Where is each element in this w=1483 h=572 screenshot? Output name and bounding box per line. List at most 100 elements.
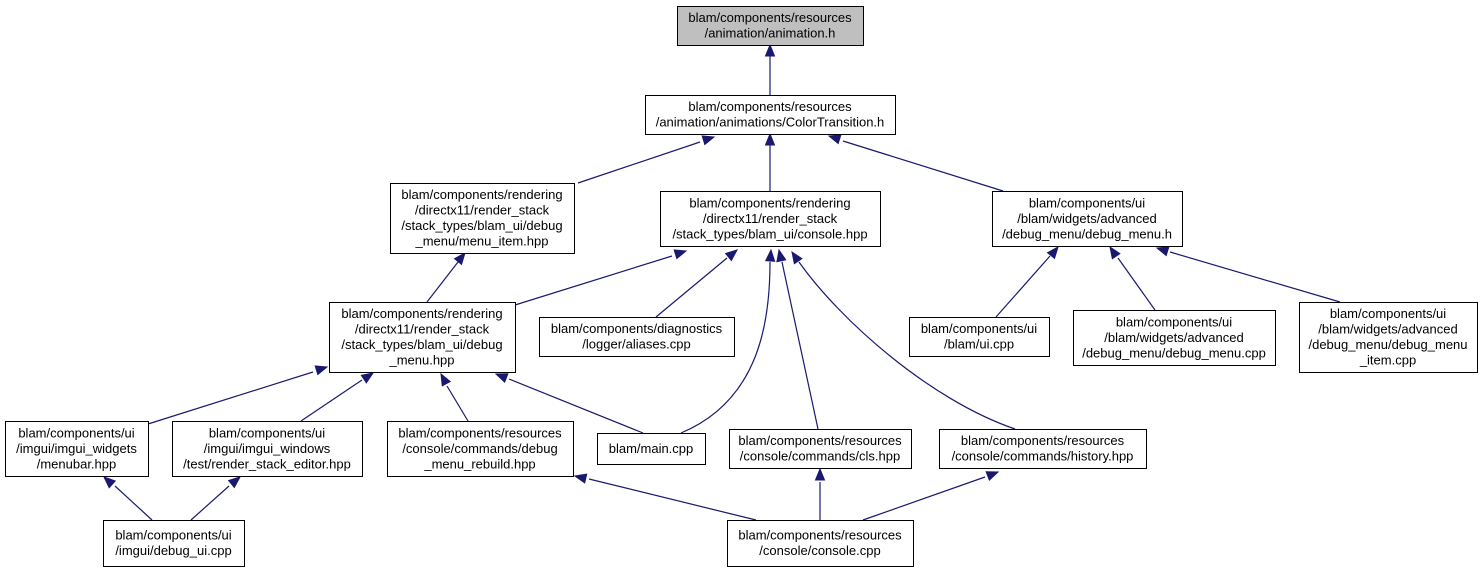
node-label-line: /directx11/render_stack bbox=[703, 211, 838, 226]
arrowhead-icon bbox=[673, 249, 688, 260]
node-label-line: /console/commands/cls.hpp bbox=[740, 449, 900, 464]
edge-line bbox=[781, 261, 819, 430]
node-cls_hpp[interactable]: blam/components/resources/console/comman… bbox=[729, 429, 912, 469]
edges-layer bbox=[103, 43, 1341, 521]
arrowhead-icon bbox=[764, 43, 776, 57]
node-debug_menu_h[interactable]: blam/components/ui/blam/widgets/advanced… bbox=[992, 191, 1183, 247]
node-debug_menu_hpp[interactable]: blam/components/rendering/directx11/rend… bbox=[329, 302, 516, 373]
edge-line bbox=[508, 378, 644, 434]
node-label-line: _item.cpp bbox=[1359, 353, 1416, 368]
node-label-line: /stack_types/blam_ui/debug bbox=[401, 218, 562, 233]
edge-menubar_hpp-to-debug_menu_hpp bbox=[147, 365, 329, 425]
edge-debug_menu_item_cpp-to-debug_menu_h bbox=[1155, 246, 1341, 303]
node-box bbox=[539, 317, 735, 357]
node-label-line: /stack_types/blam_ui/console.hpp bbox=[672, 226, 867, 241]
edge-history_hpp-to-console_hpp bbox=[791, 250, 1016, 430]
nodes-layer: blam/components/resources/animation/anim… bbox=[5, 6, 1478, 567]
node-console_cpp[interactable]: blam/components/resources/console/consol… bbox=[727, 520, 914, 567]
node-label-line: /test/render_stack_editor.hpp bbox=[183, 456, 351, 471]
node-label-line: blam/components/resources bbox=[398, 425, 562, 440]
node-box bbox=[645, 95, 896, 135]
node-label-line: blam/components/ui bbox=[18, 425, 134, 440]
edge-line bbox=[1169, 251, 1341, 303]
node-box bbox=[103, 520, 245, 567]
node-label-line: /debug_menu/debug_menu bbox=[1308, 337, 1467, 352]
arrowhead-icon bbox=[1155, 246, 1170, 257]
edge-line bbox=[588, 478, 757, 521]
node-label-line: /imgui/debug_ui.cpp bbox=[115, 543, 231, 558]
edge-cls_hpp-to-console_hpp bbox=[776, 248, 819, 430]
arrowhead-icon bbox=[814, 467, 826, 481]
node-box bbox=[909, 317, 1050, 357]
edge-line bbox=[446, 385, 469, 422]
edge-render_stack_editor_hpp-to-debug_menu_hpp bbox=[300, 372, 375, 422]
node-box bbox=[729, 429, 912, 469]
node-label-line: _menu_rebuild.hpp bbox=[423, 456, 535, 471]
node-console_hpp[interactable]: blam/components/rendering/directx11/rend… bbox=[660, 191, 881, 247]
edge-line bbox=[655, 257, 728, 318]
node-menu_item_hpp[interactable]: blam/components/rendering/directx11/rend… bbox=[390, 183, 575, 254]
node-label-line: /animation/animations/ColorTransition.h bbox=[656, 115, 885, 130]
edge-ui_cpp-to-debug_menu_h bbox=[995, 245, 1059, 318]
edge-main_cpp-to-console_hpp bbox=[680, 248, 776, 434]
node-label-line: blam/components/ui bbox=[1116, 314, 1232, 329]
node-box bbox=[597, 433, 706, 465]
node-history_hpp[interactable]: blam/components/resources/console/comman… bbox=[939, 429, 1147, 469]
node-box bbox=[939, 429, 1147, 469]
node-label-line: /debug_menu/debug_menu.h bbox=[1002, 226, 1172, 241]
node-debug_ui_cpp[interactable]: blam/components/ui/imgui/debug_ui.cpp bbox=[103, 520, 245, 567]
node-colortransition_h[interactable]: blam/components/resources/animation/anim… bbox=[645, 95, 896, 135]
edge-line bbox=[300, 379, 363, 422]
node-ui_cpp[interactable]: blam/components/ui/blam/ui.cpp bbox=[909, 317, 1050, 357]
arrowhead-icon bbox=[776, 248, 787, 263]
node-label-line: blam/main.cpp bbox=[609, 441, 694, 456]
node-label-line: /stack_types/blam_ui/debug bbox=[341, 337, 502, 352]
node-animation_h[interactable]: blam/components/resources/animation/anim… bbox=[677, 6, 864, 46]
node-label-line: /animation/animation.h bbox=[705, 26, 836, 41]
edge-menu_item_hpp-to-colortransition_h bbox=[577, 135, 716, 184]
node-label-line: blam/components/resources bbox=[688, 99, 852, 114]
edge-console_cpp-to-cls_hpp bbox=[814, 467, 826, 520]
edge-main_cpp-to-debug_menu_hpp bbox=[494, 373, 644, 434]
node-debug_menu_rebuild_hpp[interactable]: blam/components/resources/console/comman… bbox=[387, 421, 574, 477]
arrowhead-icon bbox=[103, 476, 117, 489]
arrowhead-icon bbox=[440, 372, 452, 387]
node-label-line: blam/components/ui bbox=[1330, 306, 1446, 321]
node-debug_menu_cpp[interactable]: blam/components/ui/blam/widgets/advanced… bbox=[1073, 310, 1276, 366]
node-main_cpp[interactable]: blam/main.cpp bbox=[597, 433, 706, 465]
edge-line bbox=[114, 485, 153, 521]
node-box bbox=[1073, 310, 1276, 366]
node-aliases_cpp[interactable]: blam/components/diagnostics/logger/alias… bbox=[539, 317, 735, 357]
node-label-line: /imgui/imgui_windows bbox=[204, 441, 331, 456]
node-label-line: /blam/widgets/advanced bbox=[1017, 211, 1156, 226]
node-box bbox=[5, 421, 149, 477]
node-label-line: /menubar.hpp bbox=[37, 456, 117, 471]
node-label-line: /logger/aliases.cpp bbox=[582, 337, 690, 352]
node-debug_menu_item_cpp[interactable]: blam/components/ui/blam/widgets/advanced… bbox=[1299, 302, 1478, 373]
edge-line bbox=[842, 140, 1004, 192]
node-label-line: blam/components/ui bbox=[115, 528, 231, 543]
node-menubar_hpp[interactable]: blam/components/ui/imgui/imgui_widgets/m… bbox=[5, 421, 149, 477]
arrowhead-icon bbox=[573, 473, 588, 484]
node-box bbox=[329, 302, 516, 373]
arrowhead-icon bbox=[827, 134, 842, 145]
node-label-line: /directx11/render_stack bbox=[355, 322, 490, 337]
edge-debug_ui_cpp-to-render_stack_editor_hpp bbox=[190, 476, 242, 521]
node-box bbox=[727, 520, 914, 567]
node-label-line: blam/components/rendering bbox=[341, 306, 502, 321]
arrowhead-icon bbox=[360, 372, 375, 384]
node-label-line: /imgui/imgui_widgets bbox=[16, 441, 137, 456]
arrowhead-icon bbox=[985, 471, 1000, 482]
edge-console_cpp-to-history_hpp bbox=[862, 471, 1000, 521]
arrowhead-icon bbox=[453, 251, 466, 266]
edge-debug_menu_h-to-colortransition_h bbox=[827, 134, 1004, 192]
arrowhead-icon bbox=[1109, 245, 1121, 260]
node-box bbox=[387, 421, 574, 477]
node-render_stack_editor_hpp[interactable]: blam/components/ui/imgui/imgui_windows/t… bbox=[172, 421, 363, 477]
node-label-line: _menu/menu_item.hpp bbox=[415, 234, 549, 249]
arrowhead-icon bbox=[227, 476, 242, 489]
edge-line bbox=[995, 255, 1051, 318]
node-box bbox=[992, 191, 1183, 247]
edge-console_hpp-to-colortransition_h bbox=[764, 132, 776, 191]
